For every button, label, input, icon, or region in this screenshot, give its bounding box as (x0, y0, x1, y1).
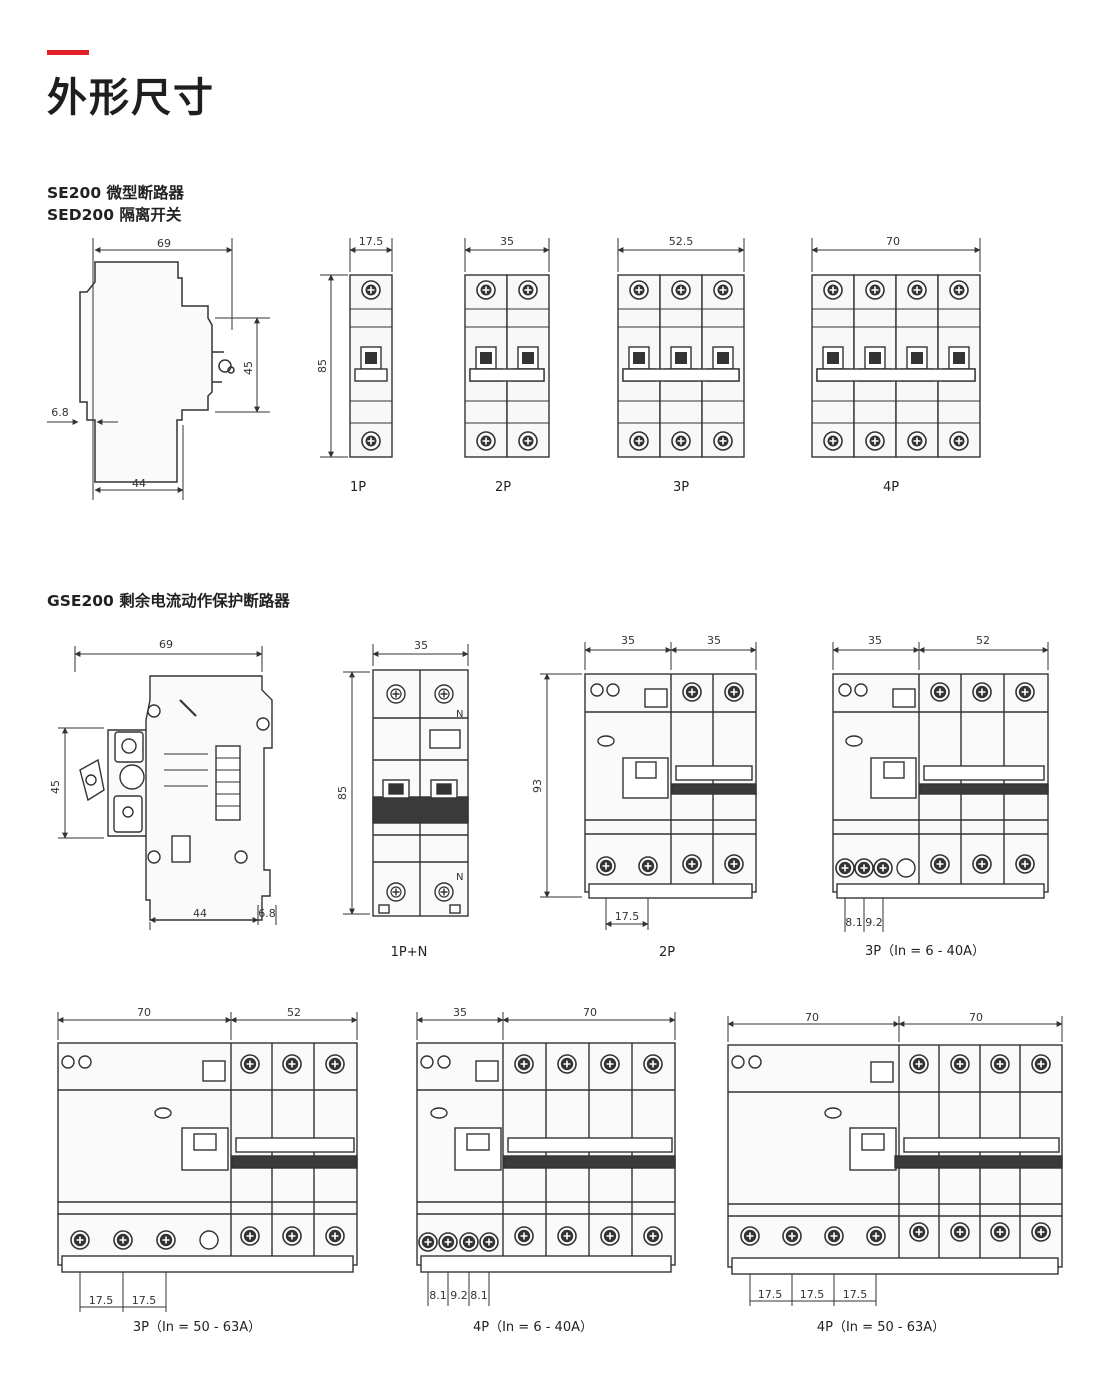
se200-2p-caption: 2P (495, 480, 511, 495)
page-title: 外形尺寸 (47, 75, 215, 121)
se200-3p-width: 52.5 (669, 235, 694, 248)
se200-3p-caption: 3P (673, 480, 689, 495)
accent-bar (47, 50, 89, 55)
row-4p-large-caption: 4P（In = 50 - 63A） (817, 1320, 945, 1335)
se200-1p-height: 85 (316, 359, 329, 373)
row-3p-large-spacing-2: 17.5 (132, 1294, 157, 1307)
se200-3p-view (618, 238, 744, 457)
gse200-3p-small-spacing-a: 8.1 (845, 916, 863, 929)
gse200-3p-small-caption: 3P（In = 6 - 40A） (865, 944, 985, 959)
gse200-side-depth: 6.8 (258, 907, 276, 920)
gse200-4p-small-dims (416, 1012, 676, 1306)
gse200-1pn-height: 85 (336, 786, 349, 800)
gse200-1pn-view: N N (372, 669, 469, 917)
se200-side-height: 45 (242, 361, 255, 375)
gse200-2p-spacing: 17.5 (615, 910, 640, 923)
gse200-side-height: 45 (49, 780, 62, 794)
row-4p-large-spacing-1: 17.5 (758, 1288, 783, 1301)
section2-title: GSE200 剩余电流动作保护断路器 (47, 592, 290, 610)
gse200-side-dims (58, 646, 277, 930)
gse200-3p-large-view (57, 1042, 358, 1273)
gse200-1pn-dims (343, 644, 469, 915)
se200-side-dims (47, 238, 270, 500)
section1-title-line1: SE200 微型断路器 (47, 184, 185, 202)
se200-1p-view (320, 238, 392, 457)
gse200-3p-large-dims (57, 1012, 358, 1312)
row-4p-large-spacing-3: 17.5 (843, 1288, 868, 1301)
gse200-2p-height: 93 (531, 779, 544, 793)
gse200-2p-right-width: 35 (707, 634, 721, 647)
row-4p-large-left-width: 70 (805, 1011, 819, 1024)
gse200-side-view (79, 675, 273, 921)
se200-side-depth: 6.8 (51, 406, 69, 419)
gse200-2p-left-width: 35 (621, 634, 635, 647)
se200-1p-caption: 1P (350, 480, 366, 495)
gse200-3p-small-right-width: 52 (976, 634, 990, 647)
se200-4p-view (812, 238, 980, 457)
gse200-3p-small-dims (832, 642, 1049, 932)
row-4p-large-right-width: 70 (969, 1011, 983, 1024)
row-4p-small-spacing-3: 8.1 (470, 1289, 488, 1302)
row-3p-large-spacing-1: 17.5 (89, 1294, 114, 1307)
gse200-4p-large-view (727, 1044, 1063, 1275)
gse200-3p-small-left-width: 35 (868, 634, 882, 647)
row-4p-small-caption: 4P（In = 6 - 40A） (473, 1320, 593, 1335)
se200-4p-caption: 4P (883, 480, 899, 495)
row-3p-large-right-width: 52 (287, 1006, 301, 1019)
gse200-4p-small-view (416, 1042, 676, 1273)
gse200-1pn-caption: 1P+N (391, 945, 428, 960)
row-4p-small-right-width: 70 (583, 1006, 597, 1019)
row-3p-large-left-width: 70 (137, 1006, 151, 1019)
gse200-3p-small-spacing-b: 9.2 (865, 916, 883, 929)
se200-2p-view (465, 238, 549, 457)
row-4p-small-left-width: 35 (453, 1006, 467, 1019)
row-3p-large-caption: 3P（In = 50 - 63A） (133, 1320, 261, 1335)
svg-text:N: N (456, 872, 463, 883)
se200-1p-width: 17.5 (359, 235, 384, 248)
se200-side-view (79, 261, 235, 483)
se200-4p-width: 70 (886, 235, 900, 248)
gse200-side-base: 44 (193, 907, 207, 920)
se200-2p-width: 35 (500, 235, 514, 248)
row-4p-small-spacing-2: 9.2 (450, 1289, 468, 1302)
gse200-4p-large-dims (727, 1016, 1063, 1306)
section1-title-line2: SED200 隔离开关 (47, 206, 182, 224)
gse200-side-width: 69 (159, 638, 173, 651)
row-4p-small-spacing-1: 8.1 (429, 1289, 447, 1302)
row-4p-large-spacing-2: 17.5 (800, 1288, 825, 1301)
gse200-1pn-width: 35 (414, 639, 428, 652)
gse200-3p-small-view (832, 673, 1049, 899)
svg-text:N: N (456, 709, 463, 720)
gse200-2p-dims (540, 642, 757, 930)
se200-side-base: 44 (132, 477, 146, 490)
se200-side-width: 69 (157, 237, 171, 250)
gse200-2p-view (584, 673, 757, 899)
gse200-2p-caption: 2P (659, 945, 675, 960)
